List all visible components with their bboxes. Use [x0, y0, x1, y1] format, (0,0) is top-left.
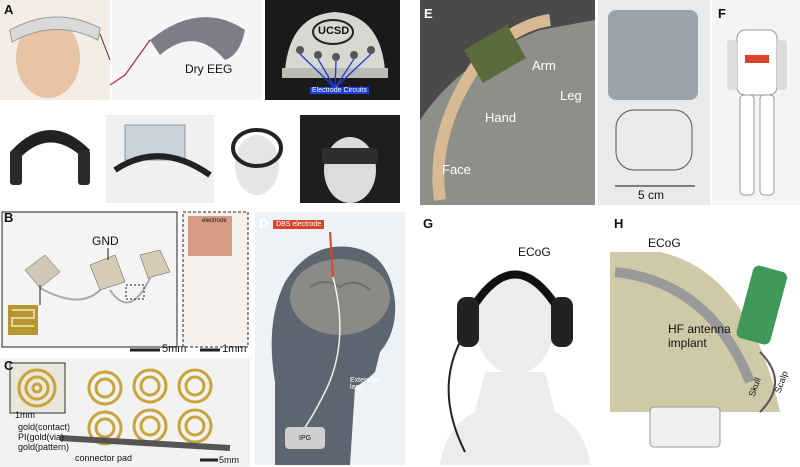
panel-f-label: F [718, 6, 726, 21]
panel-b-scale-5mm: 5mm [162, 343, 187, 355]
panel-f-art [712, 0, 800, 205]
panel-b-scale-1mm: 1mm [222, 343, 247, 355]
dry-eeg-label: Dry EEG [185, 62, 233, 76]
legend-gold-contact: gold(contact) [18, 422, 71, 432]
panel-g-ecog-label: ECoG [518, 245, 551, 259]
panel-b: B GND electrode 5mm 1mm [0, 210, 250, 355]
face-label: Face [442, 162, 471, 177]
panel-d-art [255, 212, 405, 465]
panel-f: F [712, 0, 800, 205]
legend-connector-pad: connector pad [75, 453, 133, 463]
ipg-label: IPG [299, 435, 312, 442]
panel-e-art [420, 0, 710, 205]
legend-gold-pattern: gold(pattern) [18, 442, 70, 452]
legend-pi-gold-via: PI(gold(via) [18, 432, 65, 442]
panel-b-label: B [4, 210, 14, 225]
panel-a: A Dry EEG UCSD Electrode Circuits [0, 0, 400, 205]
ucsd-text: UCSD [318, 25, 350, 37]
panel-h-label: H [614, 216, 624, 231]
inset-scale: 1mm [15, 410, 35, 420]
panel-a-label: A [4, 2, 14, 17]
panel-h-ecog-label: ECoG [648, 236, 681, 250]
panel-d-label: D [259, 216, 269, 231]
panel-h-art [610, 212, 800, 465]
panel-g-art [415, 212, 605, 465]
panel-g: G ECoG [415, 212, 605, 465]
panel-a-art [0, 0, 400, 204]
panel-c-scale: 5mm [219, 455, 239, 465]
electrode-circuits-label: Electrode Circuits [310, 87, 369, 94]
arm-label: Arm [532, 58, 556, 73]
electrode-label: electrode [202, 218, 227, 224]
panel-d: D DBS electrode Extension lead IPG [255, 212, 405, 465]
dbs-electrode-label: DBS electrode [273, 220, 325, 229]
panel-c: C 1mm gold(contact) PI(gold(via) gold(pa… [0, 358, 250, 467]
panel-e: E Arm Hand Leg Face 5 cm [420, 0, 710, 205]
panel-e-label: E [424, 6, 433, 21]
gnd-label: GND [92, 234, 119, 248]
panel-b-art [0, 210, 250, 355]
hf-antenna-label: HF antenna [668, 322, 731, 336]
hand-label: Hand [485, 110, 517, 125]
panel-c-label: C [4, 358, 14, 373]
panel-c-art [0, 358, 250, 467]
implant-label: implant [668, 336, 707, 350]
panel-g-label: G [423, 216, 434, 231]
panel-e-scale: 5 cm [638, 188, 665, 202]
leg-label: Leg [560, 88, 582, 103]
panel-h: H ECoG HF antenna implant Skull Scalp [610, 212, 800, 465]
extension-lead-label: Extension lead [350, 377, 381, 391]
